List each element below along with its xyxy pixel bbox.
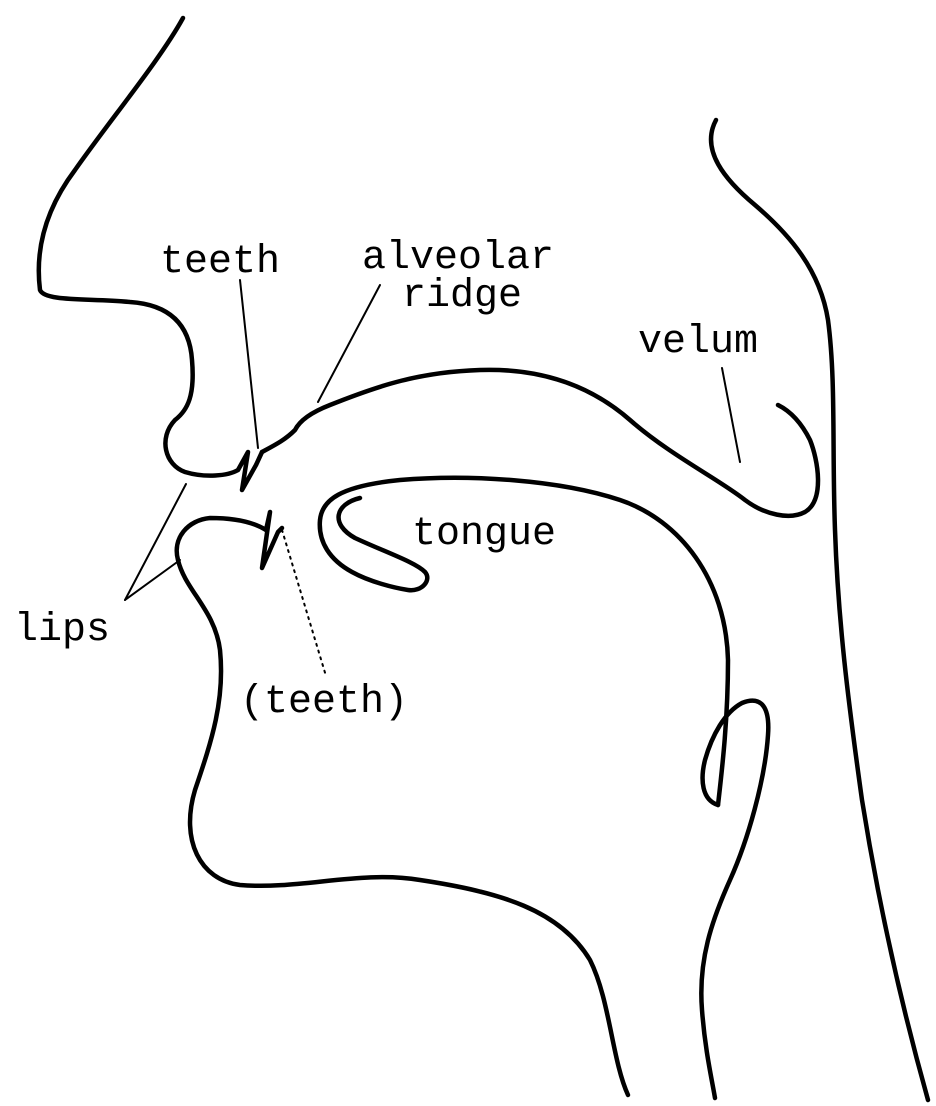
label-lower-teeth: (teeth): [240, 680, 408, 725]
palate-outline: [262, 370, 818, 516]
label-velum: velum: [638, 320, 758, 365]
epiglottis-outline: [701, 701, 768, 1098]
teeth-pointer-line: [240, 280, 258, 448]
lower-lip-chin-outline: [177, 518, 628, 1095]
label-ridge: ridge: [402, 274, 522, 319]
upper-tooth-outline: [238, 452, 262, 490]
label-teeth: teeth: [160, 240, 280, 285]
lips-pointer-line-lower: [125, 560, 180, 600]
lower-tooth-outline: [262, 512, 282, 568]
label-tongue: tongue: [412, 512, 556, 557]
alveolar-pointer-line: [318, 285, 380, 402]
pharynx-back-wall-outline: [711, 120, 928, 1100]
velum-pointer-line: [722, 368, 740, 462]
label-lips: lips: [14, 608, 110, 653]
lower-teeth-pointer-line: [282, 530, 326, 676]
